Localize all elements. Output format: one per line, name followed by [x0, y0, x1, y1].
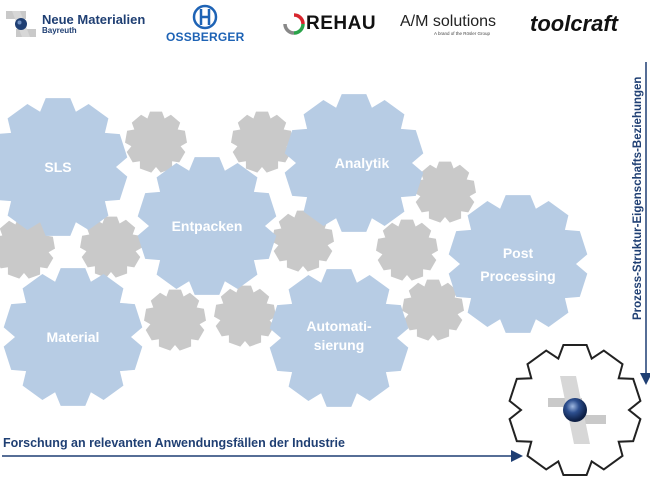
vertical-caption: Prozess-Struktur-Eigenschafts-Beziehunge… [632, 76, 644, 320]
am-logo-text: A/M solutions [400, 12, 497, 30]
gear-label-automatisierung-2: sierung [314, 337, 365, 353]
am-logo-subtitle: A brand of the Rösler Group [434, 30, 491, 36]
gray-gear [414, 161, 476, 223]
ossberger-logo-text: OSSBERGER [166, 30, 245, 44]
center-logo-icon [548, 376, 606, 444]
gear-entpacken [137, 157, 277, 295]
gear-label-analytik: Analytik [335, 155, 390, 171]
gear-label-automatisierung-1: Automati- [306, 318, 372, 334]
logo-rehau: REHAU [283, 0, 376, 48]
gear-label-processing: Processing [480, 268, 555, 284]
gear-post-processing [448, 195, 588, 333]
rehau-emblem-icon [283, 13, 305, 35]
gray-gear [125, 111, 187, 173]
gear-analytik [284, 94, 424, 232]
gray-gear [0, 217, 55, 279]
logo-toolcraft: toolcraft [530, 0, 618, 48]
logo-am-solutions: A/M solutions A brand of the Rösler Grou… [400, 0, 496, 48]
gear-label-post: Post [503, 245, 534, 261]
toolcraft-logo-text: toolcraft [530, 11, 618, 36]
nm-logo-icon [6, 11, 36, 37]
gear-material [3, 268, 143, 406]
gray-gear [402, 279, 464, 341]
logo-neue-materialien: Neue Materialien Bayreuth [4, 0, 145, 48]
gear-sls [0, 98, 128, 236]
gear-automatisierung [269, 269, 409, 407]
gray-gear [214, 285, 276, 347]
rehau-logo-text: REHAU [306, 13, 377, 34]
gear-label-material: Material [47, 329, 100, 345]
gray-gear [80, 216, 142, 278]
ossberger-emblem-icon [192, 4, 218, 30]
nm-logo-name: Neue Materialien [42, 11, 146, 27]
gray-gear [376, 219, 438, 281]
nm-logo-city: Bayreuth [42, 25, 77, 35]
gear-label-sls: SLS [44, 159, 71, 175]
logo-ossberger: OSSBERGER [166, 0, 244, 48]
bottom-caption: Forschung an relevanten Anwendungsfällen… [3, 436, 345, 450]
gray-gear [272, 210, 334, 272]
gray-gear [231, 111, 293, 173]
gray-gear [144, 289, 206, 351]
gear-label-entpacken: Entpacken [172, 218, 243, 234]
